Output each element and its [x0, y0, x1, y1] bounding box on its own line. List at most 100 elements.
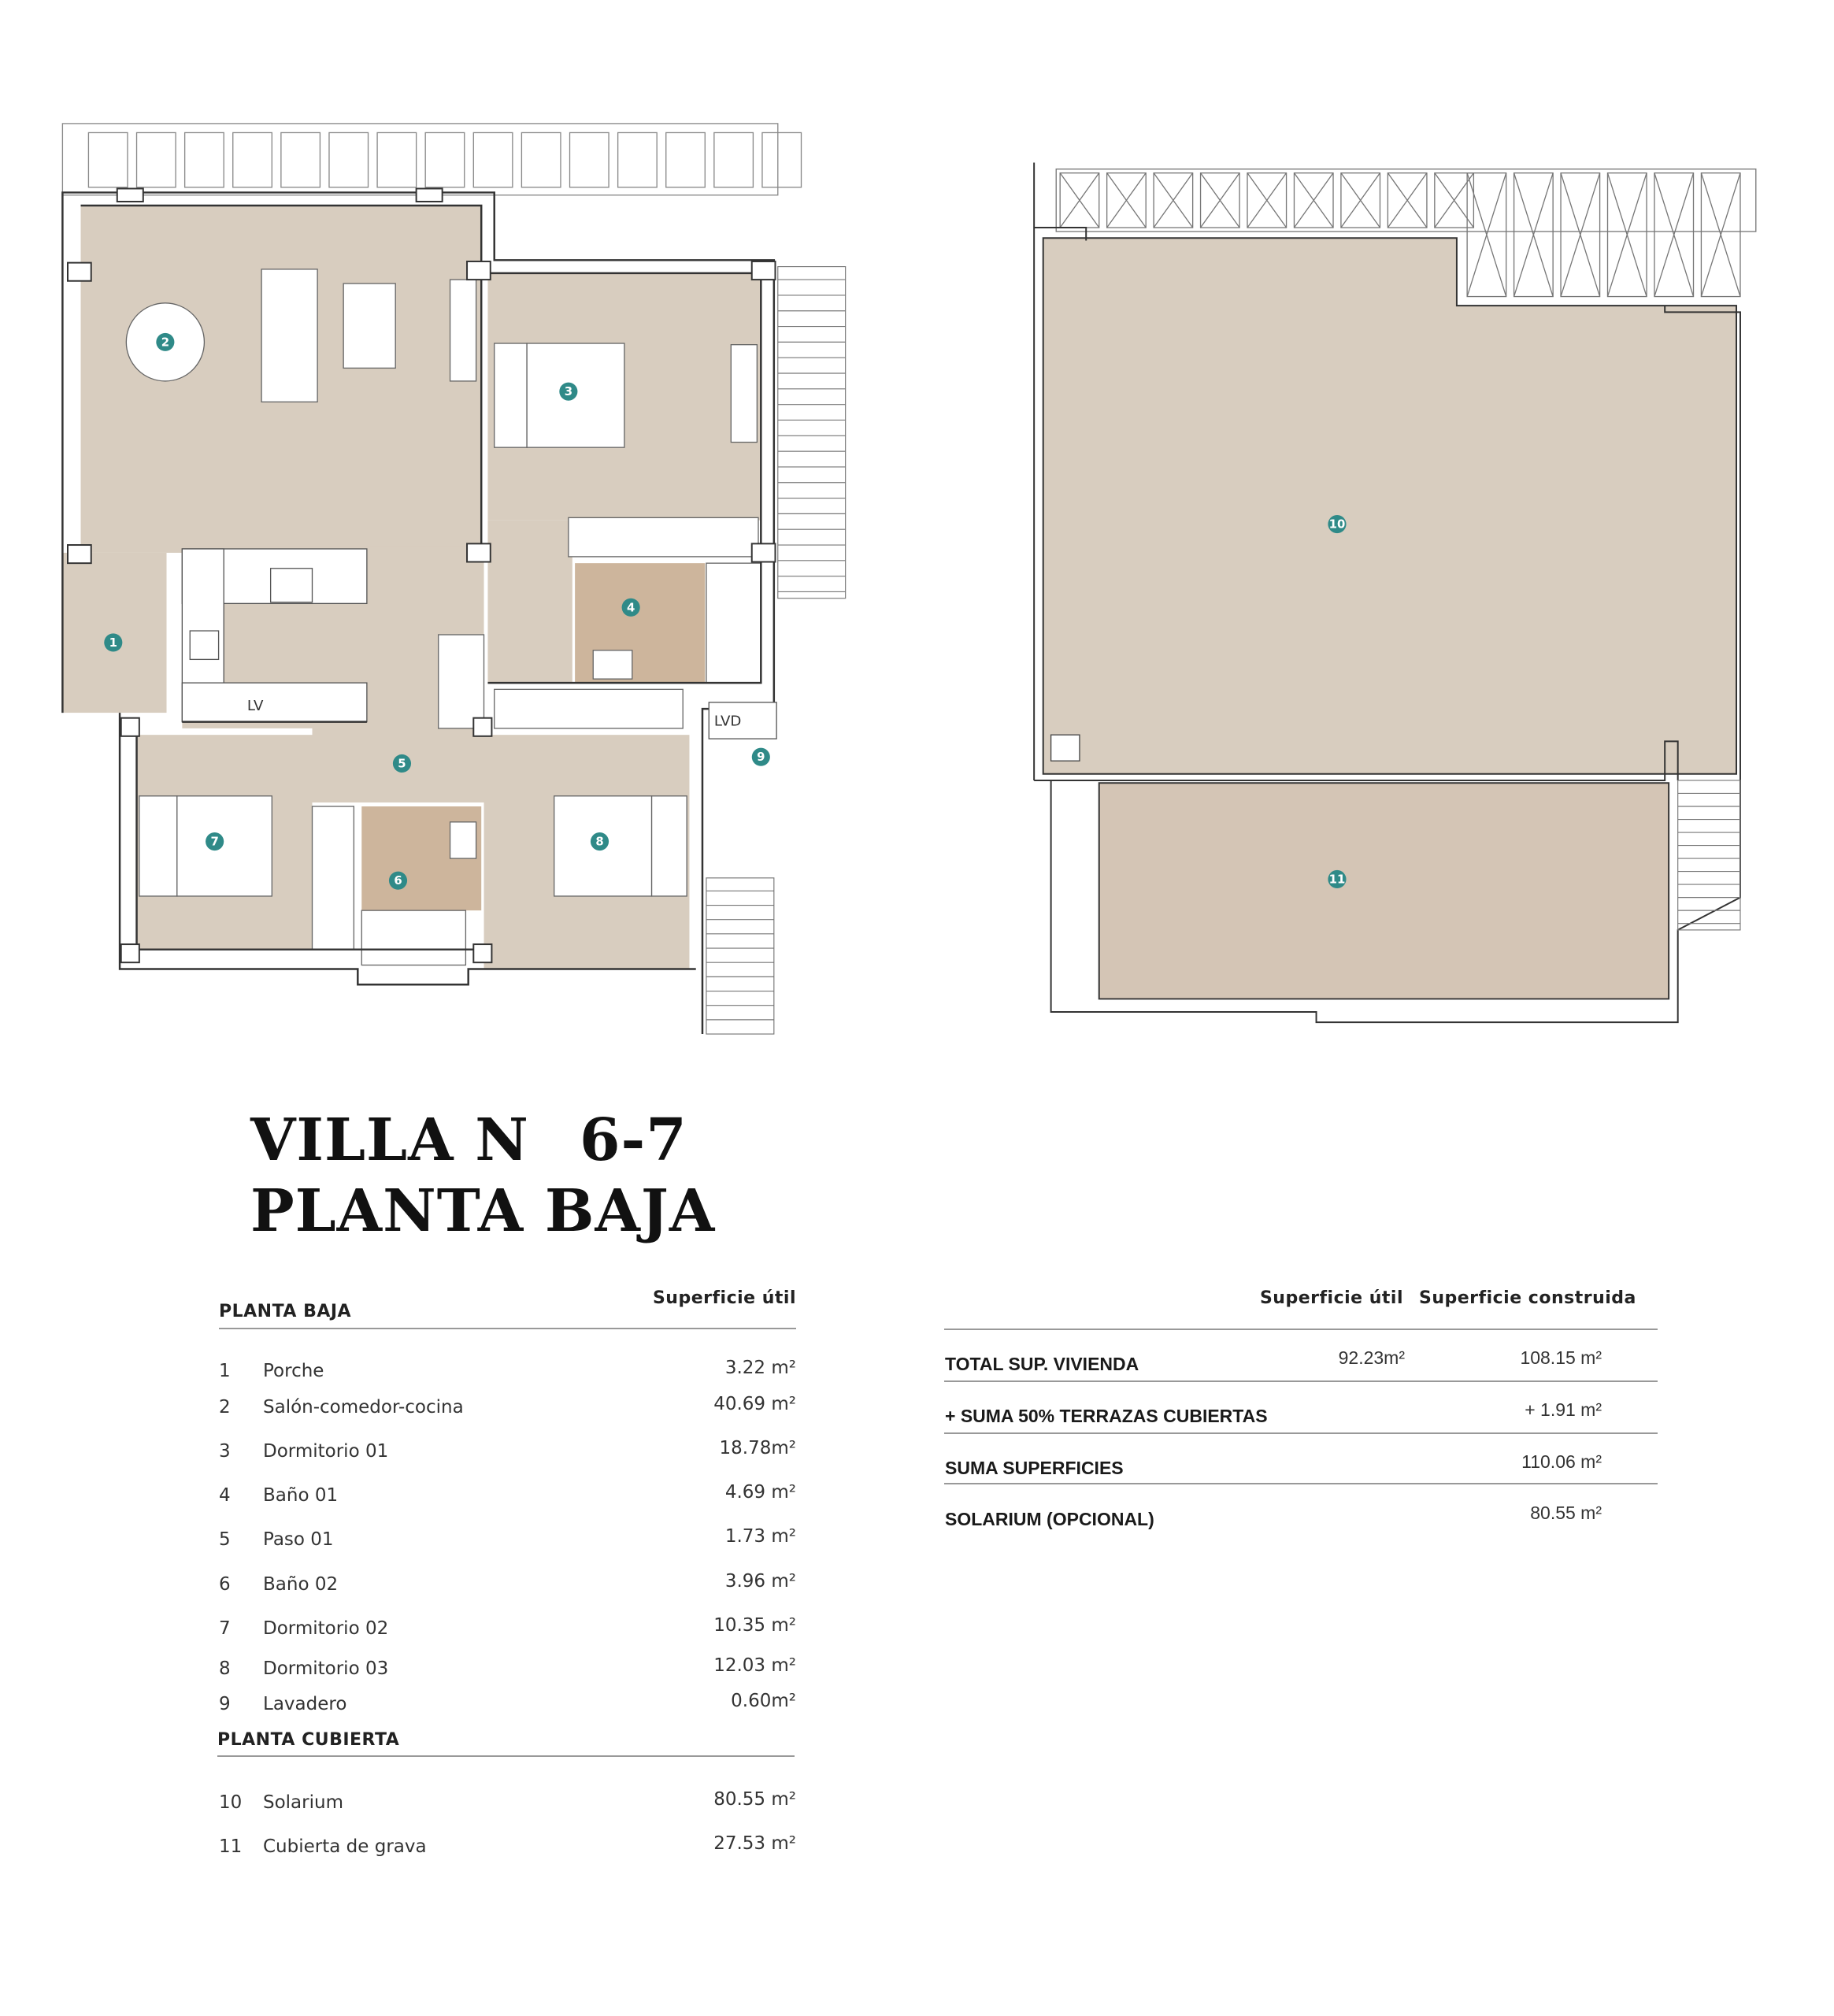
room-name: Lavadero — [263, 1694, 347, 1714]
badge-number: 11 — [1329, 872, 1346, 886]
badge-circle — [392, 754, 412, 773]
col-header-construida: Superficie construida — [1419, 1288, 1636, 1308]
room-number: 7 — [219, 1618, 231, 1639]
room-area: 80.55 m² — [713, 1789, 796, 1810]
drain-icon — [1050, 734, 1080, 762]
room-area: 12.03 m² — [713, 1655, 796, 1676]
wall-columns — [67, 187, 776, 964]
room-badge-6: 6 — [388, 871, 408, 890]
totals-construida: 80.55 m² — [1530, 1503, 1602, 1523]
room-number: 10 — [219, 1792, 243, 1813]
badge-number: 10 — [1329, 517, 1346, 532]
room-name: Baño 02 — [263, 1574, 339, 1595]
title-floor: PLANTA BAJA — [250, 1177, 716, 1245]
room-badge-9: 9 — [751, 747, 770, 766]
totals-label: SUMA SUPERFICIES — [945, 1458, 1124, 1478]
room-area: 4.69 m² — [724, 1482, 796, 1503]
room-name: Baño 01 — [263, 1485, 339, 1506]
room-area: 1.73 m² — [724, 1526, 796, 1547]
totals-util: 92.23m² — [1338, 1347, 1405, 1368]
roof-stairs — [1677, 780, 1741, 931]
room-area: 3.96 m² — [724, 1571, 796, 1592]
room-name: Salón-comedor-cocina — [263, 1397, 464, 1418]
totals-construida: + 1.91 m² — [1525, 1399, 1602, 1420]
room-number: 6 — [219, 1574, 231, 1595]
badge-number: 4 — [627, 600, 635, 614]
room-badge-10: 10 — [1328, 515, 1347, 534]
divider — [944, 1380, 1658, 1382]
room-name: Solarium — [263, 1792, 343, 1813]
corridor — [487, 520, 572, 684]
room-badge-11: 11 — [1328, 869, 1347, 889]
room-badge-5: 5 — [392, 754, 412, 773]
room-area: 0.60m² — [731, 1691, 796, 1711]
room-name: Dormitorio 02 — [263, 1618, 389, 1639]
badge-circle — [559, 382, 578, 401]
title-villa: VILLA N — [250, 1106, 529, 1174]
room-area: 10.35 m² — [713, 1615, 796, 1636]
badge-number: 6 — [394, 873, 402, 888]
room-number: 9 — [219, 1694, 231, 1714]
laundry-box — [708, 702, 777, 739]
room-badge-7: 7 — [206, 832, 224, 851]
totals-label: SOLARIUM (OPCIONAL) — [945, 1509, 1154, 1529]
room-area: 18.78m² — [719, 1438, 796, 1458]
badge-number: 7 — [210, 835, 218, 849]
room-badge-1: 1 — [104, 633, 123, 652]
furniture — [125, 269, 761, 966]
stairs — [706, 266, 847, 1035]
room-number: 11 — [219, 1836, 243, 1857]
totals-construida: 108.15 m² — [1520, 1347, 1602, 1368]
room-number: 3 — [219, 1441, 231, 1462]
room-name: Dormitorio 03 — [263, 1658, 389, 1679]
title-unit: 6-7 — [580, 1106, 687, 1174]
badge-number: 8 — [595, 835, 603, 849]
lvd-label: LVD — [714, 713, 742, 730]
roof-railing — [1055, 169, 1757, 298]
badge-circle — [1328, 515, 1347, 534]
totals-label: + SUMA 50% TERRAZAS CUBIERTAS — [945, 1406, 1268, 1426]
room-badges: 1 2 3 4 5 6 7 8 9 10 11 — [104, 332, 1347, 890]
room-name: Porche — [263, 1361, 324, 1381]
badge-circle — [156, 332, 175, 351]
divider — [217, 1755, 795, 1757]
section-ground-header: PLANTA BAJA — [219, 1302, 352, 1321]
ground-floor-plan: LV LVD — [61, 123, 847, 1035]
room-11-gravel-roof — [1098, 782, 1670, 1000]
badge-number: 5 — [398, 756, 406, 770]
section-roof-header: PLANTA CUBIERTA — [217, 1730, 400, 1750]
room-area: 40.69 m² — [713, 1394, 796, 1414]
room-badge-3: 3 — [559, 382, 578, 401]
room-number: 8 — [219, 1658, 231, 1679]
badge-circle — [621, 598, 640, 617]
col-header-util: Superficie útil — [652, 1288, 796, 1308]
badge-circle — [206, 832, 224, 851]
room-badge-8: 8 — [590, 832, 609, 851]
divider — [219, 1328, 796, 1329]
divider — [944, 1329, 1658, 1330]
room-1-porch — [62, 552, 167, 713]
badge-circle — [590, 832, 609, 851]
room-badge-4: 4 — [621, 598, 640, 617]
room-name: Dormitorio 01 — [263, 1441, 389, 1462]
room-badge-2: 2 — [156, 332, 175, 351]
badge-number: 9 — [757, 750, 765, 764]
badge-circle — [388, 871, 408, 890]
badge-circle — [104, 633, 123, 652]
room-area: 3.22 m² — [724, 1358, 796, 1378]
badge-number: 2 — [161, 335, 169, 349]
terrace-railing — [61, 123, 802, 196]
divider — [944, 1432, 1658, 1434]
badge-number: 3 — [565, 384, 572, 398]
badge-circle — [751, 747, 770, 766]
col-header-util: Superficie útil — [1259, 1288, 1403, 1308]
room-number: 4 — [219, 1485, 231, 1506]
totals-construida: 110.06 m² — [1521, 1451, 1602, 1472]
room-area: 27.53 m² — [713, 1833, 796, 1854]
room-10-solarium — [1042, 237, 1738, 775]
lv-label: LV — [247, 698, 264, 714]
roof-outer-wall — [1033, 162, 1741, 1024]
room-name: Paso 01 — [263, 1529, 334, 1550]
